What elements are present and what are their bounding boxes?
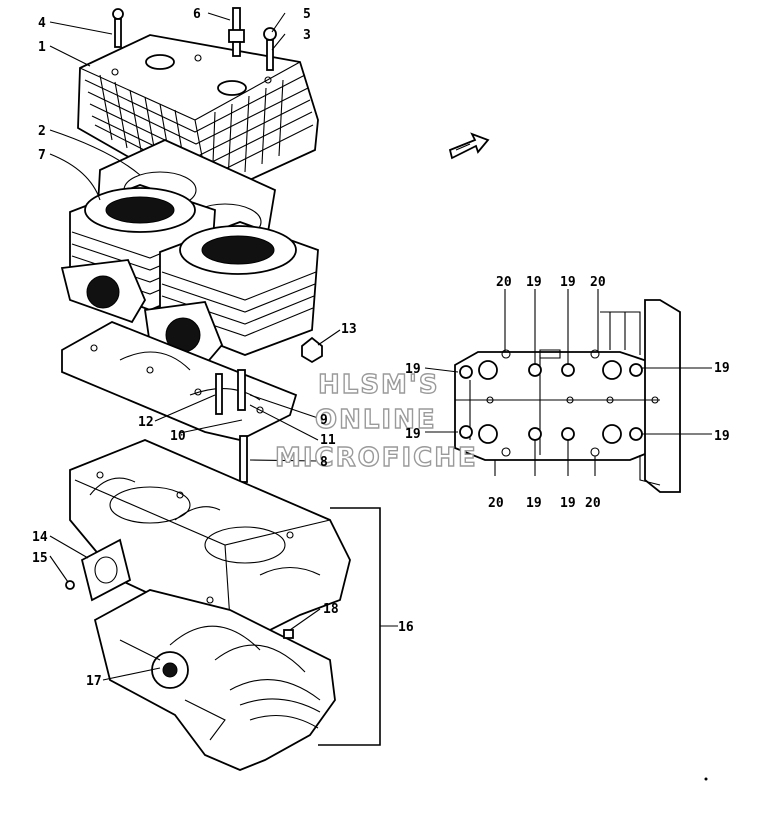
detail-callout-top-2: 19 bbox=[526, 275, 542, 290]
callout-10: 10 bbox=[170, 429, 186, 444]
callout-6: 6 bbox=[193, 7, 201, 22]
callout-4: 4 bbox=[38, 16, 46, 31]
callout-9: 9 bbox=[320, 413, 328, 428]
detail-callout-top-3: 19 bbox=[560, 275, 576, 290]
stray-dot bbox=[704, 777, 708, 781]
callout-16: 16 bbox=[398, 620, 414, 635]
cover-plate-14 bbox=[65, 538, 132, 602]
callout-18: 18 bbox=[323, 602, 339, 617]
callout-14: 14 bbox=[32, 530, 48, 545]
callout-1: 1 bbox=[38, 40, 46, 55]
callout-13: 13 bbox=[341, 322, 357, 337]
detail-callout-bottom-1: 20 bbox=[488, 496, 504, 511]
crankcase bbox=[69, 439, 351, 771]
watermark-line-2: ONLINE bbox=[315, 405, 437, 435]
detail-callout-right-2: 19 bbox=[714, 429, 730, 444]
detail-callout-bottom-3: 19 bbox=[560, 496, 576, 511]
detail-callout-left-1: 19 bbox=[405, 362, 421, 377]
detail-callout-top-1: 20 bbox=[496, 275, 512, 290]
nut-13 bbox=[301, 336, 323, 364]
crankcase-bottom-detail bbox=[454, 299, 681, 493]
detail-callout-bottom-2: 19 bbox=[526, 496, 542, 511]
cylinder-block bbox=[60, 184, 319, 367]
main-callouts: 4 1 6 5 3 2 7 13 12 10 9 11 8 14 15 18 1… bbox=[32, 7, 414, 689]
callout-8: 8 bbox=[320, 455, 328, 470]
callout-2: 2 bbox=[38, 124, 46, 139]
main-leader-lines bbox=[49, 12, 398, 681]
detail-callout-left-2: 19 bbox=[405, 427, 421, 442]
callout-11: 11 bbox=[320, 433, 336, 448]
detail-callout-top-4: 20 bbox=[590, 275, 606, 290]
callout-12: 12 bbox=[138, 415, 154, 430]
head-bolts bbox=[112, 7, 277, 71]
callout-7: 7 bbox=[38, 148, 46, 163]
front-direction-arrow-icon bbox=[448, 132, 490, 160]
watermark: HLSM'S ONLINE MICROFICHE bbox=[274, 369, 478, 473]
detail-callout-right-1: 19 bbox=[714, 361, 730, 376]
watermark-line-3: MICROFICHE bbox=[275, 443, 478, 473]
callout-17: 17 bbox=[86, 674, 102, 689]
watermark-line-1: HLSM'S bbox=[318, 370, 440, 400]
detail-callout-bottom-4: 20 bbox=[585, 496, 601, 511]
callout-15: 15 bbox=[32, 551, 48, 566]
plug-18 bbox=[283, 629, 294, 639]
callout-3: 3 bbox=[303, 28, 311, 43]
callout-5: 5 bbox=[303, 7, 311, 22]
detail-leader-lines bbox=[424, 289, 712, 476]
detail-callouts: 20 19 19 20 19 19 19 19 20 19 19 20 bbox=[405, 275, 730, 511]
